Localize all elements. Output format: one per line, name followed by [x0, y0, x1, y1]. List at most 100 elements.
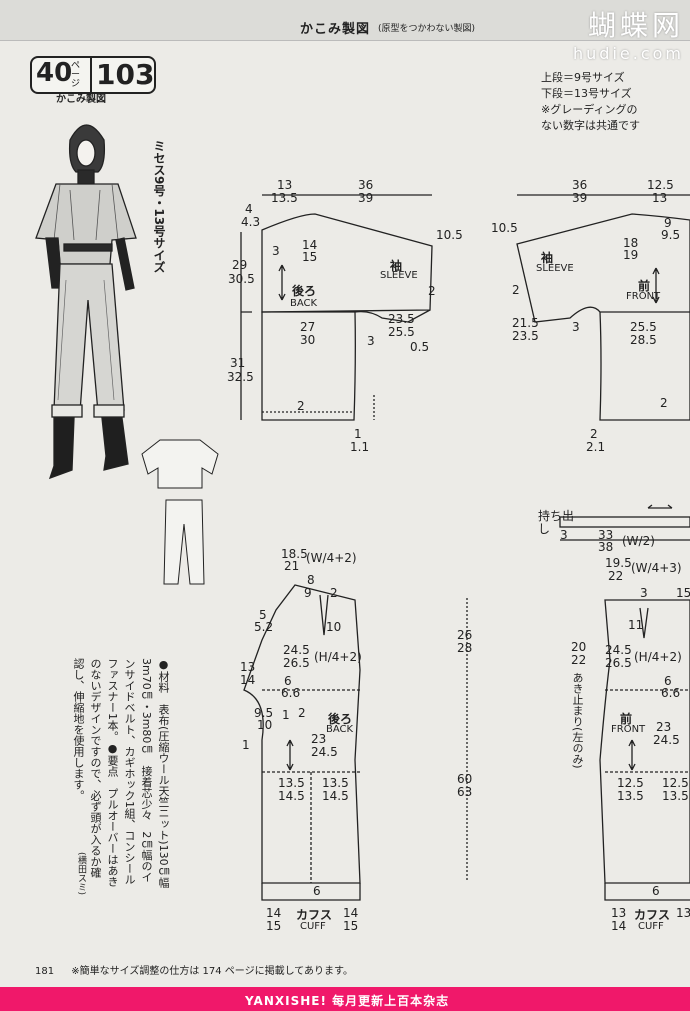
dim-label: 19.5 — [605, 556, 632, 570]
dim-label: 23.5 — [512, 329, 539, 343]
back-label: 後ろ — [328, 712, 353, 726]
dim-label: 14 — [302, 238, 318, 252]
dim-label: 18 — [623, 236, 639, 250]
dim-label: 28 — [457, 641, 473, 655]
header-bar: かこみ製図 (原型をつかわない製図) — [0, 0, 690, 41]
dim-label: 3 — [640, 586, 648, 600]
dim-label: 12.5 — [662, 776, 689, 790]
dim-label: 4.3 — [241, 215, 261, 229]
dim-label: 15 — [302, 250, 318, 264]
dim-label: 3 — [560, 528, 568, 542]
dim-label: 15 — [266, 919, 282, 933]
dim-label: 13.5 — [617, 789, 644, 803]
dim-label: 9 — [664, 216, 672, 230]
footnote: 181 ※簡単なサイズ調整の仕方は 174 ページに掲載してあります。 — [35, 962, 353, 977]
dim-label: 36 — [358, 178, 374, 192]
dim-label: 9.5 — [661, 228, 681, 242]
dim-label: 13.5 — [662, 789, 689, 803]
dim-label: 13.5 — [322, 776, 349, 790]
dim-label: 39 — [572, 191, 588, 205]
back-bodice-draft — [240, 194, 433, 421]
dim-label: 22 — [608, 569, 624, 583]
dim-label: 15 — [343, 919, 359, 933]
sleeve-label-en: SLEEVE — [380, 270, 418, 281]
sizes-title: ミセス9号・13号サイズ — [152, 140, 166, 274]
badge-label: かこみ製図 — [56, 94, 106, 105]
dim-label: 24.5 — [653, 733, 680, 747]
back-label-en: BACK — [326, 724, 354, 735]
dim-label: 14 — [266, 906, 282, 920]
dim-label: (W/4+2) — [306, 551, 357, 565]
front-pants-draft — [599, 599, 690, 901]
dim-label: 24.5 — [283, 643, 310, 657]
dim-label: 36 — [572, 178, 588, 192]
dim-label: 23.5 — [388, 312, 415, 326]
dim-label: 28.5 — [630, 333, 657, 347]
dim-label: 22 — [571, 653, 587, 667]
dim-label: 19 — [623, 248, 639, 262]
dim-label: 3 — [572, 320, 580, 334]
dim-label: 1.1 — [350, 440, 370, 454]
dim-label: 63 — [457, 785, 473, 799]
dim-label: 13 — [676, 906, 690, 920]
front-label: 前 — [638, 279, 651, 293]
size-note: 上段＝9号サイズ 下段＝13号サイズ ※グレーディングの ない数字は共通です — [541, 70, 640, 134]
dim-label: 10.5 — [436, 228, 463, 242]
dim-label: 2 — [660, 396, 668, 410]
dim-label: 18.5 — [281, 547, 308, 561]
dim-label: 13.5 — [271, 191, 298, 205]
dim-label: 30 — [300, 333, 316, 347]
dim-label: 2 — [330, 586, 338, 600]
dim-label: 26 — [457, 628, 473, 642]
flat-sketches — [141, 439, 219, 585]
dim-label: 6 — [652, 884, 660, 898]
dim-label: 2 — [297, 399, 305, 413]
front-label: 前 — [620, 712, 633, 726]
badge-number: 103 — [90, 58, 154, 92]
dim-label: 6 — [664, 674, 672, 688]
dim-label: 1 — [282, 708, 290, 722]
model-illustration — [35, 124, 137, 480]
front-label-en: FRONT — [611, 724, 646, 735]
dim-label: 5 — [259, 608, 267, 622]
dim-label: 33 — [598, 528, 614, 542]
dim-label: (H/4+2) — [314, 650, 362, 664]
dim-label: 13 — [652, 191, 668, 205]
dim-label: 0.5 — [410, 340, 430, 354]
dim-label: 24.5 — [311, 745, 338, 759]
dim-label: 32.5 — [227, 370, 254, 384]
dim-label: 5.2 — [254, 620, 274, 634]
dim-label: 6.6 — [281, 686, 301, 700]
materials-text: ●材料 表布(圧縮ウール天竺ニット)130㎝幅3m70㎝・3m80㎝ 接着芯少々… — [72, 658, 170, 888]
cuff-label: カフス — [634, 908, 671, 922]
dim-label: 8 — [307, 573, 315, 587]
sleeve-label: 袖 — [390, 259, 403, 273]
dim-label: 11 — [628, 618, 644, 632]
dim-label: 26.5 — [283, 656, 310, 670]
front-label-en: FRONT — [626, 291, 661, 302]
credit: (横田スミ) — [76, 852, 86, 896]
dim-label: 12.5 — [647, 178, 674, 192]
dim-label: 4 — [245, 202, 253, 216]
dim-label: 14 — [240, 673, 256, 687]
cuff-label: カフス — [296, 908, 333, 922]
dim-label: 3 — [367, 334, 375, 348]
dim-label: 2 — [428, 284, 436, 298]
dim-label: 13 — [611, 906, 627, 920]
dim-label: 10 — [257, 718, 273, 732]
page-number: 181 — [35, 966, 55, 977]
dim-label: 13.5 — [278, 776, 305, 790]
dim-label: 3 — [272, 244, 280, 258]
dim-label: 24.5 — [605, 643, 632, 657]
dim-label: 27 — [300, 320, 316, 334]
back-label: 後ろ — [292, 284, 317, 298]
dim-label: 60 — [457, 772, 473, 786]
dim-label: 38 — [598, 540, 614, 554]
placket-draft — [559, 504, 690, 541]
dim-label: 12.5 — [617, 776, 644, 790]
sleeve-label: 袖 — [541, 251, 554, 265]
dim-label: 10.5 — [491, 221, 518, 235]
dim-label: 29 — [232, 258, 248, 272]
dim-label: 20 — [571, 640, 587, 654]
